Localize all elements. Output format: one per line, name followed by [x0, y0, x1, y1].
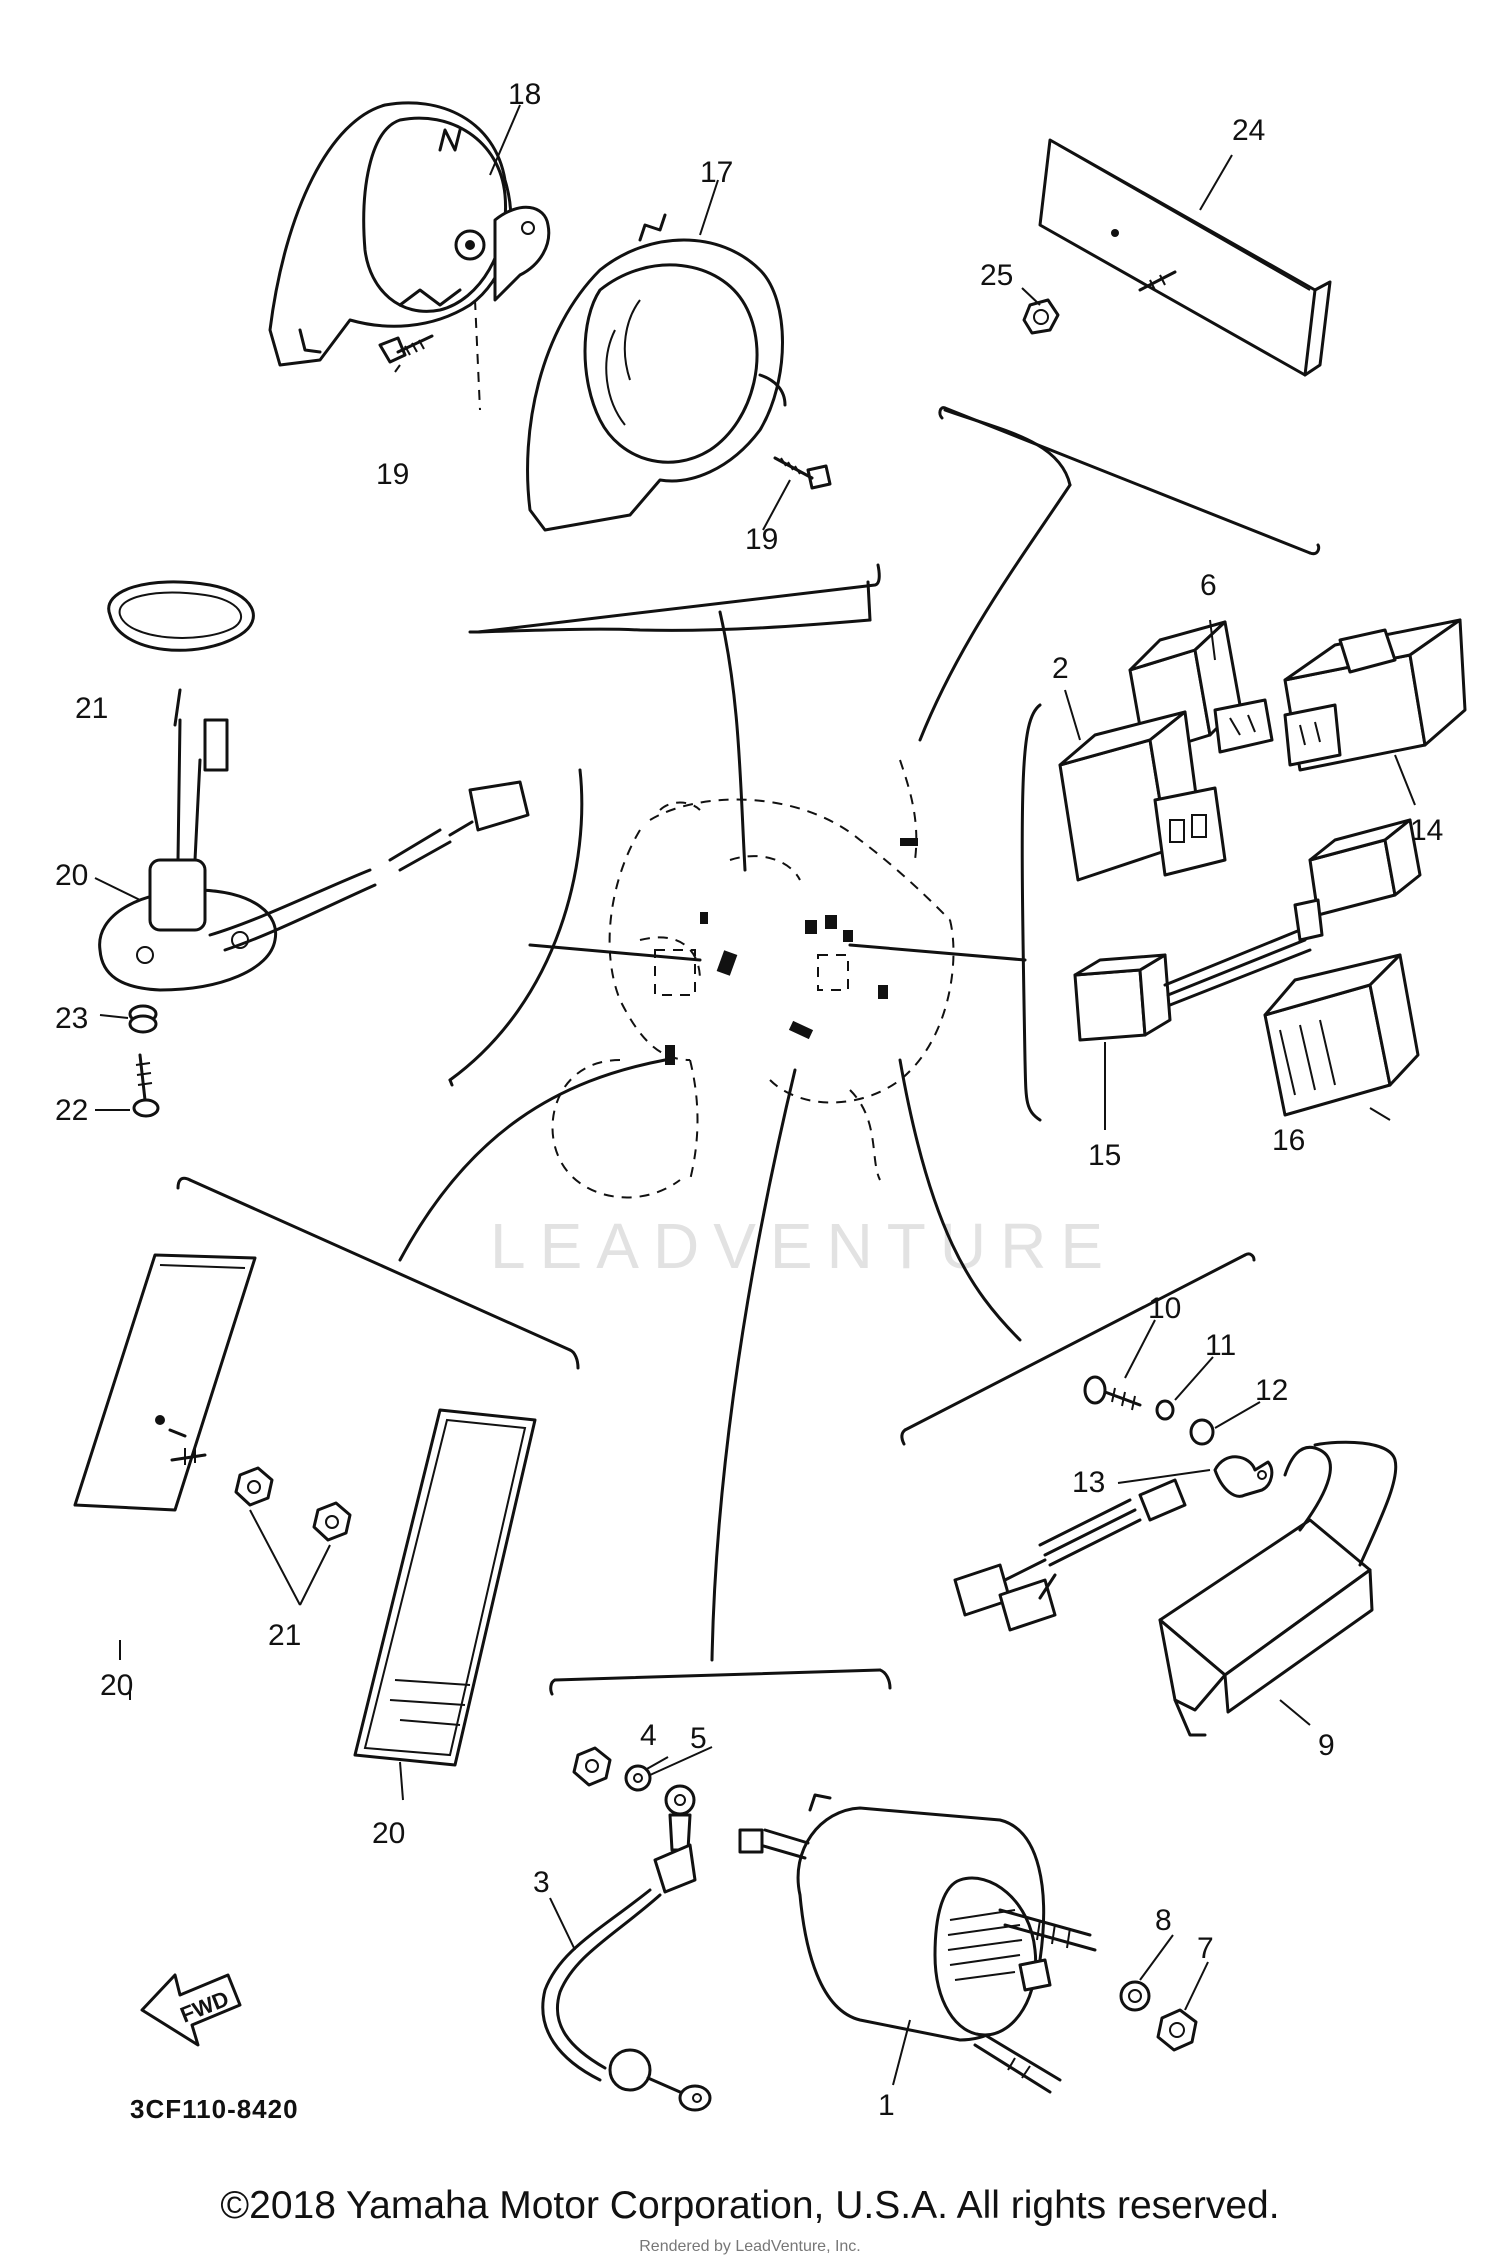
reflector-26 [1038, 138, 1332, 377]
callout-19-right: 19 [745, 523, 778, 556]
bolt-10 [1083, 1375, 1142, 1411]
gasket-23 [107, 580, 255, 652]
reflector-20-left [73, 1253, 257, 1512]
callout-18: 18 [508, 78, 541, 111]
callout-9: 9 [1318, 1729, 1335, 1762]
callout-19-left: 19 [376, 458, 409, 491]
bolt-24 [132, 1053, 160, 1118]
callout-21: 21 [268, 1619, 301, 1652]
fwd-arrow-icon: FWD [140, 1973, 242, 2047]
callout-13: 13 [1072, 1466, 1105, 1499]
washer-5 [624, 1764, 652, 1792]
render-credit: Rendered by LeadVenture, Inc. [639, 2238, 861, 2255]
callout-26: 24 [1232, 114, 1265, 147]
leader-lines [398, 408, 1072, 1662]
callout-20-right: 20 [372, 1817, 405, 1850]
reflector-20-right [353, 1408, 537, 1767]
center-part-marks [665, 838, 918, 1065]
nut-7 [1156, 2008, 1198, 2052]
washer-11 [1155, 1399, 1175, 1421]
callout-5: 5 [690, 1722, 707, 1755]
grommet-25 [128, 1004, 158, 1034]
relay-2 [1058, 710, 1227, 882]
washer-12 [1189, 1418, 1215, 1446]
group-brackets [176, 406, 1321, 1696]
callout-23: 21 [75, 692, 108, 725]
unit-14 [1283, 618, 1467, 772]
callout-3: 3 [533, 1866, 550, 1899]
callout-leaders [94, 104, 1416, 2086]
copyright-notice: ©2018 Yamaha Motor Corporation, U.S.A. A… [220, 2184, 1280, 2227]
callout-12: 12 [1255, 1374, 1288, 1407]
callout-17: 17 [700, 156, 733, 189]
nut-4 [572, 1746, 612, 1787]
callout-27: 25 [980, 259, 1013, 292]
fuel-sender-22 [98, 688, 530, 992]
callout-7: 7 [1197, 1932, 1214, 1965]
callout-24: 22 [55, 1094, 88, 1127]
callout-16: 16 [1272, 1124, 1305, 1157]
callout-4: 4 [640, 1719, 657, 1752]
screw-19-left [378, 334, 434, 364]
callout-10: 10 [1148, 1292, 1181, 1325]
watermark-text: LEADVENTURE [490, 1210, 1117, 1282]
motorcycle-outline [551, 759, 955, 1199]
callout-20-left: 20 [100, 1669, 133, 1702]
unit-16 [1263, 953, 1420, 1117]
callout-labels: 18 17 24 25 19 19 21 20 23 22 6 2 14 15 … [55, 78, 1443, 2122]
horn-17 [526, 213, 787, 532]
callout-15: 15 [1088, 1139, 1121, 1172]
clamp-13 [1213, 1455, 1274, 1498]
horn-18 [268, 101, 551, 411]
cable-3 [541, 1784, 712, 2112]
callout-14: 14 [1410, 814, 1443, 847]
screw-19-right [773, 456, 832, 490]
nut-27 [1022, 298, 1060, 335]
callout-2: 2 [1052, 652, 1069, 685]
callout-8: 8 [1155, 1904, 1172, 1937]
relay-6 [1128, 620, 1274, 757]
callout-6: 6 [1200, 569, 1217, 602]
harness-15 [1073, 818, 1422, 1042]
washer-8 [1119, 1980, 1151, 2012]
callout-25: 23 [55, 1002, 88, 1035]
callout-11: 11 [1205, 1329, 1236, 1362]
nuts-21 [234, 1466, 352, 1542]
callout-22: 20 [55, 859, 88, 892]
callout-1: 1 [878, 2089, 895, 2122]
rectifier-9 [953, 1440, 1398, 1737]
starter-relay-1 [738, 1793, 1097, 2094]
drawing-code: 3CF110-8420 [130, 2094, 299, 2124]
